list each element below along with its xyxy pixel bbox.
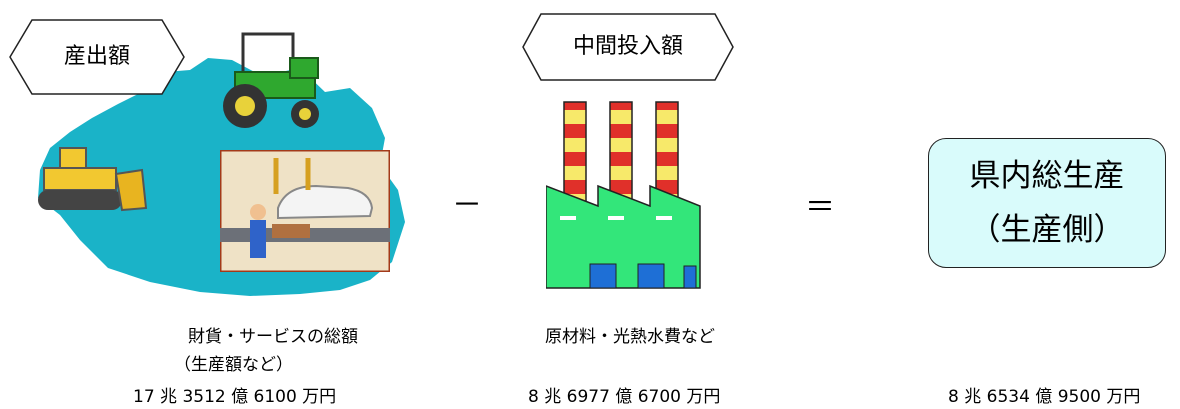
- gdp-result-box: 県内総生産 （生産側）: [928, 138, 1166, 268]
- equals-sign: ＝: [805, 190, 835, 225]
- gdp-value: 8 兆 6534 億 9500 万円: [948, 387, 1141, 407]
- minus-sign: －: [452, 188, 482, 223]
- bulldozer-icon: [38, 147, 148, 212]
- car-factory-icon: [220, 150, 390, 272]
- factory-icon: [546, 101, 701, 289]
- output-desc-line2: （生産額など）: [174, 355, 293, 375]
- gdp-result-line2: （生産側）: [969, 212, 1125, 248]
- output-label-shape: [9, 19, 185, 95]
- gdp-result-line1: 県内総生産: [969, 158, 1125, 194]
- output-value: 17 兆 3512 億 6100 万円: [133, 387, 337, 407]
- output-label: 産出額: [63, 44, 130, 69]
- output-desc-line1: 財貨・サービスの総額: [188, 327, 358, 347]
- intermediate-label: 中間投入額: [572, 34, 683, 59]
- intermediate-desc: 原材料・光熱水費など: [545, 327, 715, 347]
- intermediate-value: 8 兆 6977 億 6700 万円: [528, 387, 721, 407]
- intermediate-label-shape: [522, 13, 734, 81]
- tractor-icon: [223, 32, 319, 128]
